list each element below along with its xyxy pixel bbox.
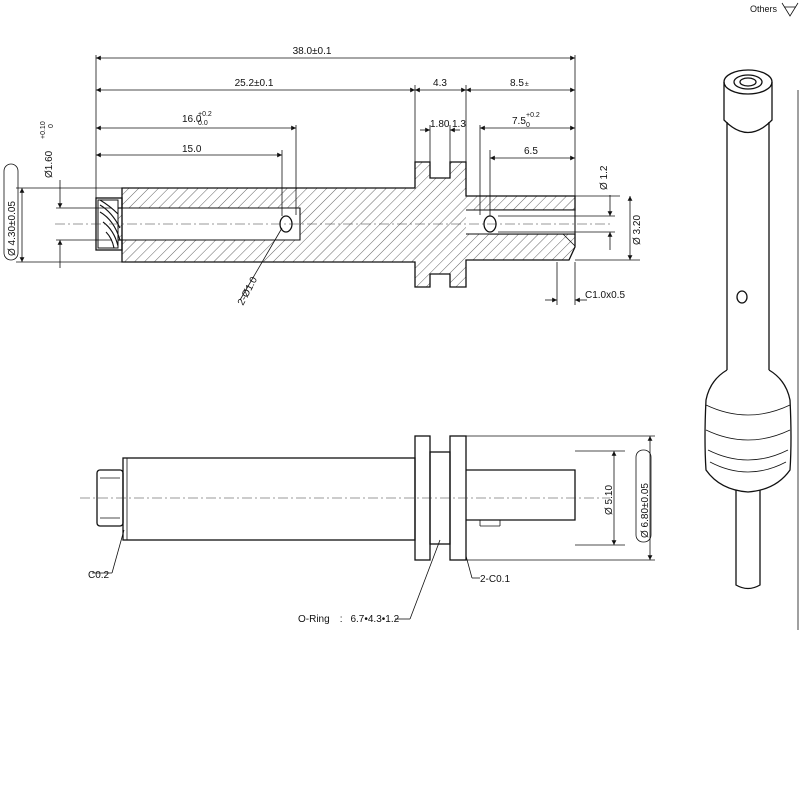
tol-75-top: +0.2 [526, 112, 540, 119]
dim-chamfer-end: C1.0x0.5 [585, 290, 625, 301]
tol-160-bot: 0.0 [198, 120, 208, 127]
dim-holes: 2-Ø1.0 [236, 275, 260, 308]
tol-dia-160-bot: 0 [48, 124, 55, 128]
roughness-symbol [781, 2, 799, 17]
dim-width-180: 1.80 [430, 119, 450, 130]
section-view [55, 161, 610, 288]
dim-length-150: 15.0 [182, 144, 202, 155]
dim-dia-12: Ø 1.2 [599, 165, 610, 190]
dim-length-160: 16.0 [182, 114, 202, 125]
thread-lines [99, 199, 121, 249]
dim-length-252: 25.2±0.1 [235, 78, 274, 89]
dim-overall-length: 38.0±0.1 [293, 46, 332, 57]
side-view: Ø 5.10 Ø 6.80±0.05 C0.2 2-C0.1 O-Ring:6.… [80, 435, 655, 625]
dim-chamfer-2c01: 2-C0.1 [480, 574, 510, 585]
dim-width-13: 1.3 [452, 119, 466, 130]
tol-dia-160-top: +0.10 [40, 121, 47, 139]
dim-dia-510: Ø 5.10 [604, 485, 615, 515]
isometric-view [704, 69, 799, 630]
dim-groove-43: 4.3 [433, 78, 447, 89]
oring-label: O-Ring:6.7•4.3•1.2 [298, 614, 400, 625]
dim-dia-430: Ø 4.30±0.05 [7, 201, 18, 256]
section-dimensions: 38.0±0.1 25.2±0.1 4.3 8.5± 16.0 +0.2 0.0… [3, 46, 643, 308]
section-body [111, 161, 576, 288]
dim-dia-680: Ø 6.80±0.05 [640, 483, 651, 538]
tol-160-top: +0.2 [198, 111, 212, 118]
others-label: Others [750, 4, 778, 14]
dim-length-85: 8.5± [510, 78, 529, 89]
dim-length-65: 6.5 [524, 146, 538, 157]
dim-dia-160: Ø1.60 [44, 150, 55, 178]
dim-chamfer-02: C0.2 [88, 570, 110, 581]
dim-length-75: 7.5 [512, 116, 526, 127]
dim-dia-320: Ø 3.20 [632, 215, 643, 245]
tol-75-bot: 0 [526, 122, 530, 129]
